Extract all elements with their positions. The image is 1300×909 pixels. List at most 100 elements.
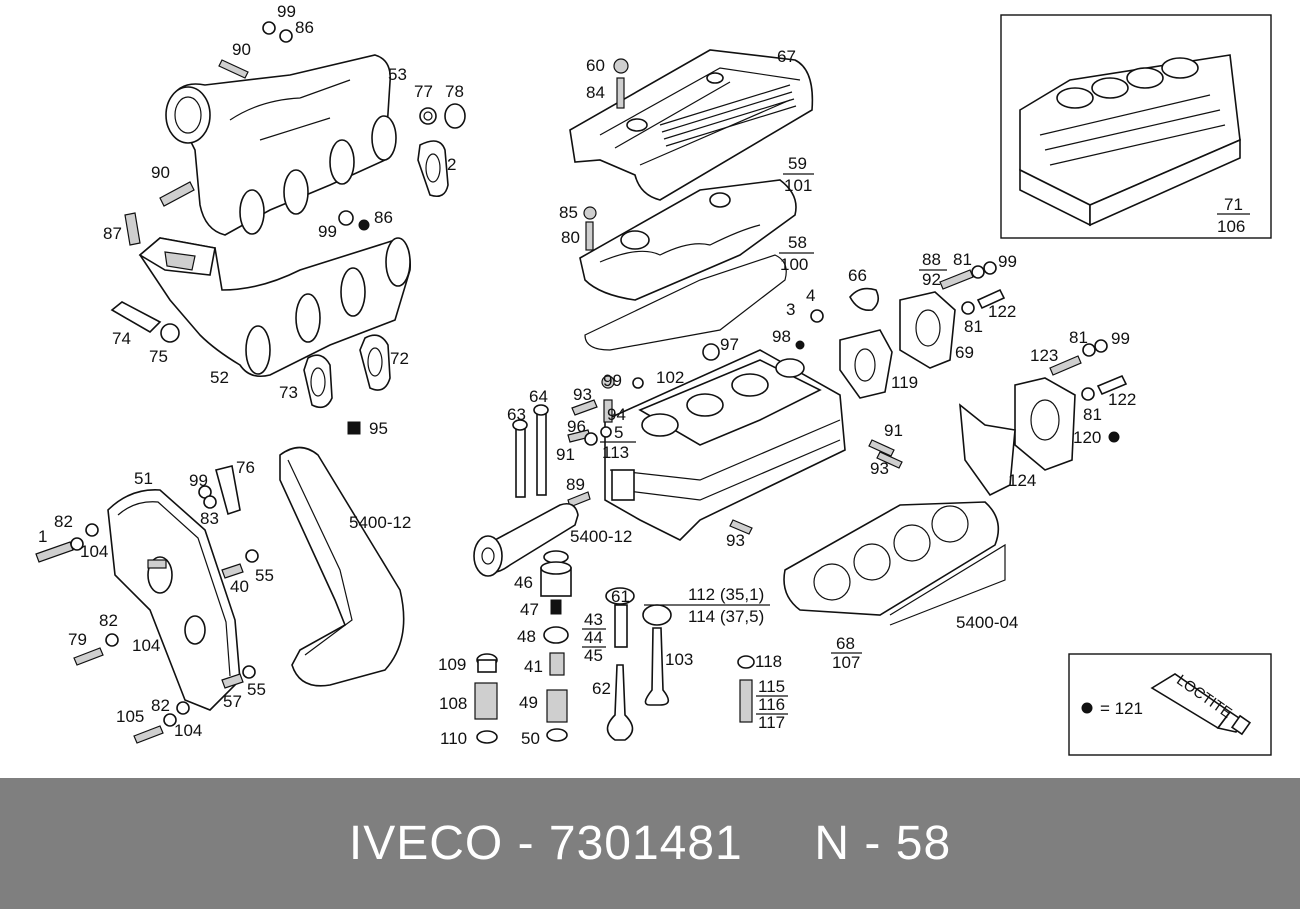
cylinder-head	[604, 349, 846, 541]
frac-58-den: 100	[780, 255, 808, 274]
label-94: 94	[607, 405, 626, 424]
label-98: 98	[772, 327, 791, 346]
label-5400-12a: 5400-12	[570, 527, 632, 546]
frac-88-num: 88	[922, 250, 941, 269]
cap-66	[849, 287, 880, 312]
valve-cover-67	[569, 49, 814, 201]
valve-cover-lower-59	[579, 179, 797, 301]
camshaft	[473, 502, 579, 577]
frac-115-bot: 117	[758, 713, 785, 732]
label-90a: 90	[232, 40, 251, 59]
frac-113-num: 5	[614, 423, 623, 442]
label-81b: 81	[964, 317, 983, 336]
label-96: 96	[567, 417, 586, 436]
inset-box: 71 106	[1000, 14, 1272, 239]
label-104b: 104	[132, 636, 160, 655]
cover-gasket-58	[584, 254, 787, 351]
frac-68-den: 107	[832, 653, 860, 672]
label-93c: 93	[726, 531, 745, 550]
label-122b: 122	[1108, 390, 1136, 409]
label-73: 73	[279, 383, 298, 402]
head-bolts	[512, 375, 753, 535]
inset-num: 71	[1224, 195, 1243, 214]
label-86b: 86	[374, 208, 393, 227]
label-46: 46	[514, 573, 533, 592]
label-49: 49	[519, 693, 538, 712]
label-108: 108	[439, 694, 467, 713]
gasket-124	[959, 403, 1016, 497]
label-91b: 91	[884, 421, 903, 440]
label-69: 69	[955, 343, 974, 362]
frac-113-den: 113	[602, 443, 629, 462]
cylinder-head-assembly-drawing	[1019, 54, 1241, 227]
label-50: 50	[521, 729, 540, 748]
right-fasteners	[632, 261, 1128, 469]
label-47: 47	[520, 600, 539, 619]
manifold-fasteners	[110, 21, 466, 435]
label-81a: 81	[953, 250, 972, 269]
thermostat-housing-69	[899, 291, 956, 369]
label-119: 119	[891, 373, 918, 392]
footer-bar: IVECO - 7301481 N - 58	[0, 778, 1300, 909]
label-104c: 104	[174, 721, 202, 740]
label-74: 74	[112, 329, 131, 348]
part-labels: 99 86 90 53 77 78 2 90 99 86 87 74 75 52…	[38, 2, 1136, 748]
label-123: 123	[1030, 346, 1058, 365]
label-104a: 104	[80, 542, 108, 561]
label-99c: 99	[998, 252, 1017, 271]
fraction-labels: 59 101 58 100 88 92 5 113 43 44 45 115 1…	[582, 154, 947, 732]
label-82c: 82	[151, 696, 170, 715]
label-1: 1	[38, 527, 47, 546]
label-67: 67	[777, 47, 796, 66]
exploded-view-drawing: 71 106 = 121 LOCTITE	[35, 2, 1272, 756]
head-gasket-68	[783, 501, 1006, 626]
frac-115-mid: 116	[758, 695, 785, 714]
label-48: 48	[517, 627, 536, 646]
label-80: 80	[561, 228, 580, 247]
sealant-dot-icon	[1081, 702, 1093, 714]
frac-68-num: 68	[836, 634, 855, 653]
label-41: 41	[524, 657, 543, 676]
label-72: 72	[390, 349, 409, 368]
label-84: 84	[586, 83, 605, 102]
label-87: 87	[103, 224, 122, 243]
label-97: 97	[720, 335, 739, 354]
tappets-and-valves	[474, 550, 755, 744]
frac-88-den: 92	[922, 270, 941, 289]
label-118: 118	[755, 652, 782, 671]
legend-symbol-label: = 121	[1100, 699, 1143, 718]
label-2: 2	[447, 155, 456, 174]
frac-43-bot: 45	[584, 646, 603, 665]
label-82b: 82	[99, 611, 118, 630]
label-99e: 99	[1111, 329, 1130, 348]
frac-115-top: 115	[758, 677, 785, 696]
part-number-caption: IVECO - 7301481 N - 58	[348, 817, 952, 870]
label-55a: 55	[255, 566, 274, 585]
label-61: 61	[611, 587, 630, 606]
label-124: 124	[1008, 471, 1036, 490]
frac-112-num: 112 (35,1)	[688, 585, 764, 604]
label-83: 83	[200, 509, 219, 528]
label-66: 66	[848, 266, 867, 285]
label-86a: 86	[295, 18, 314, 37]
label-77: 77	[414, 82, 433, 101]
label-93b: 93	[870, 459, 889, 478]
label-55b: 55	[247, 680, 266, 699]
label-51: 51	[134, 469, 153, 488]
label-91a: 91	[556, 445, 575, 464]
label-90b: 90	[151, 163, 170, 182]
label-63: 63	[507, 405, 526, 424]
label-99b: 99	[318, 222, 337, 241]
timing-cover-51	[107, 489, 241, 711]
label-85: 85	[559, 203, 578, 222]
label-3: 3	[786, 300, 795, 319]
label-79: 79	[68, 630, 87, 649]
label-103: 103	[665, 650, 693, 669]
label-81c: 81	[1069, 328, 1088, 347]
label-52: 52	[210, 368, 229, 387]
label-82a: 82	[54, 512, 73, 531]
frac-112-den: 114 (37,5)	[688, 607, 764, 626]
label-53: 53	[388, 65, 407, 84]
label-5400-04: 5400-04	[956, 613, 1018, 632]
label-122a: 122	[988, 302, 1016, 321]
